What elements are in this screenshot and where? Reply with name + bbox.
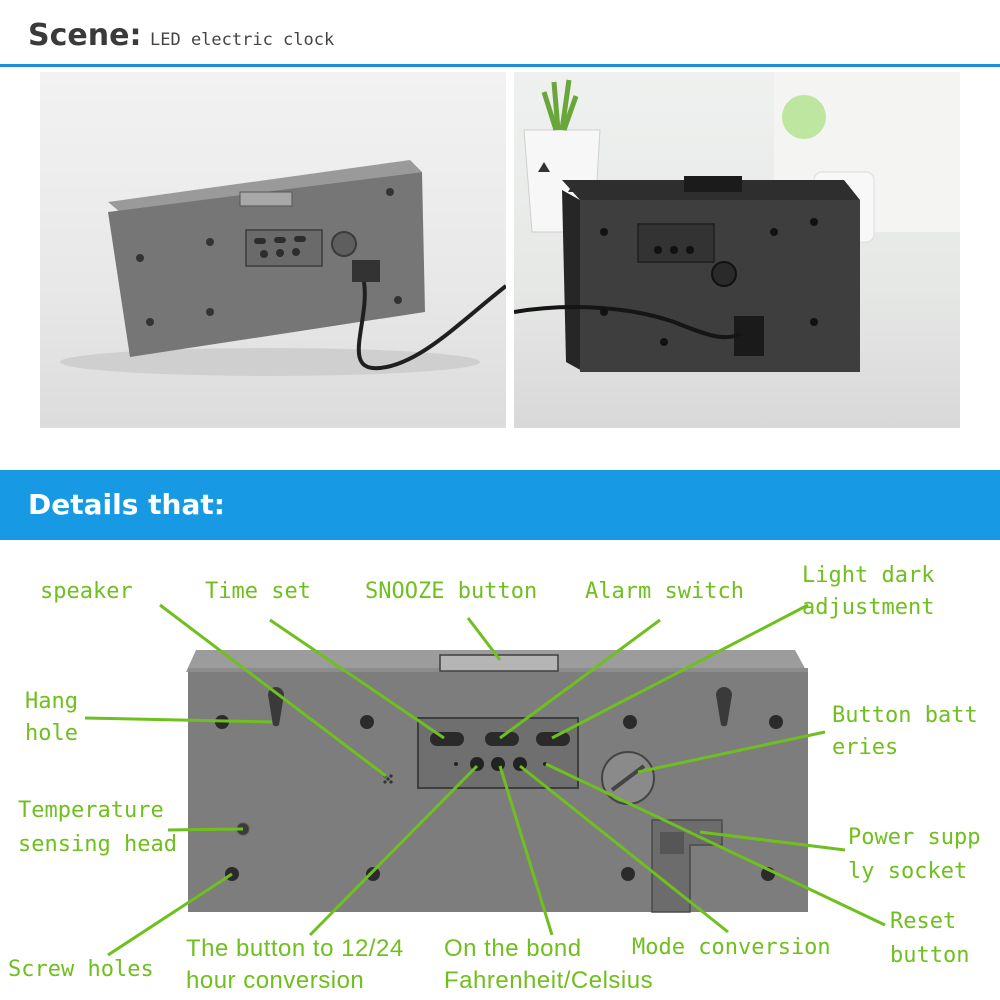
label-1224-line1: The button to 12/24 [186, 935, 404, 962]
label-temperature-line2: sensing head [18, 832, 177, 857]
snooze-top-label [439, 654, 559, 672]
callout-lines [84, 603, 886, 957]
label-hang-hole-line1: Hang [25, 689, 78, 714]
label-hang-hole-line2: hole [25, 721, 78, 746]
label-mode-conversion: Mode conversion [632, 935, 831, 960]
label-button-batteries-line1: Button batt [832, 703, 978, 728]
scene-photo-right [514, 72, 960, 428]
label-screw-holes: Screw holes [8, 957, 154, 982]
device-top-edge [186, 650, 807, 672]
scene-header: Scene: LED electric clock [0, 0, 1000, 66]
label-reset-button-line1: Reset [890, 909, 957, 934]
label-temperature-line1: Temperature [18, 798, 164, 823]
details-title: Details that: [28, 488, 225, 521]
label-alarm-switch: Alarm switch [585, 579, 744, 604]
label-speaker: speaker [40, 579, 133, 604]
hang-hole-right [716, 687, 732, 727]
label-power-socket-line2: ly socket [848, 859, 968, 884]
scene-photo-left [40, 72, 506, 428]
label-snooze-button: SNOOZE button [365, 579, 538, 604]
scene-divider [0, 64, 1000, 67]
label-fahrenheit-celsius-line1: On the bond [444, 935, 582, 962]
hang-hole-left [268, 687, 284, 727]
clock-back-photo-left [60, 160, 506, 376]
label-1224-line2: hour conversion [186, 967, 365, 994]
scene-title: Scene: [28, 18, 142, 53]
label-power-socket-line1: Power supp [848, 825, 981, 850]
label-light-dark-line1: Light dark [802, 563, 935, 588]
details-band [0, 470, 1000, 540]
device-back-panel [188, 668, 808, 912]
label-button-batteries-line2: eries [832, 735, 899, 760]
scene-subtitle: LED electric clock [150, 30, 335, 50]
label-reset-button-line2: button [890, 943, 970, 968]
clock-back-photo-right [514, 72, 960, 372]
label-fahrenheit-celsius-line2: Fahrenheit/Celsius [444, 967, 654, 994]
label-time-set: Time set [205, 579, 311, 604]
label-light-dark-line2: adjustment [802, 595, 935, 620]
